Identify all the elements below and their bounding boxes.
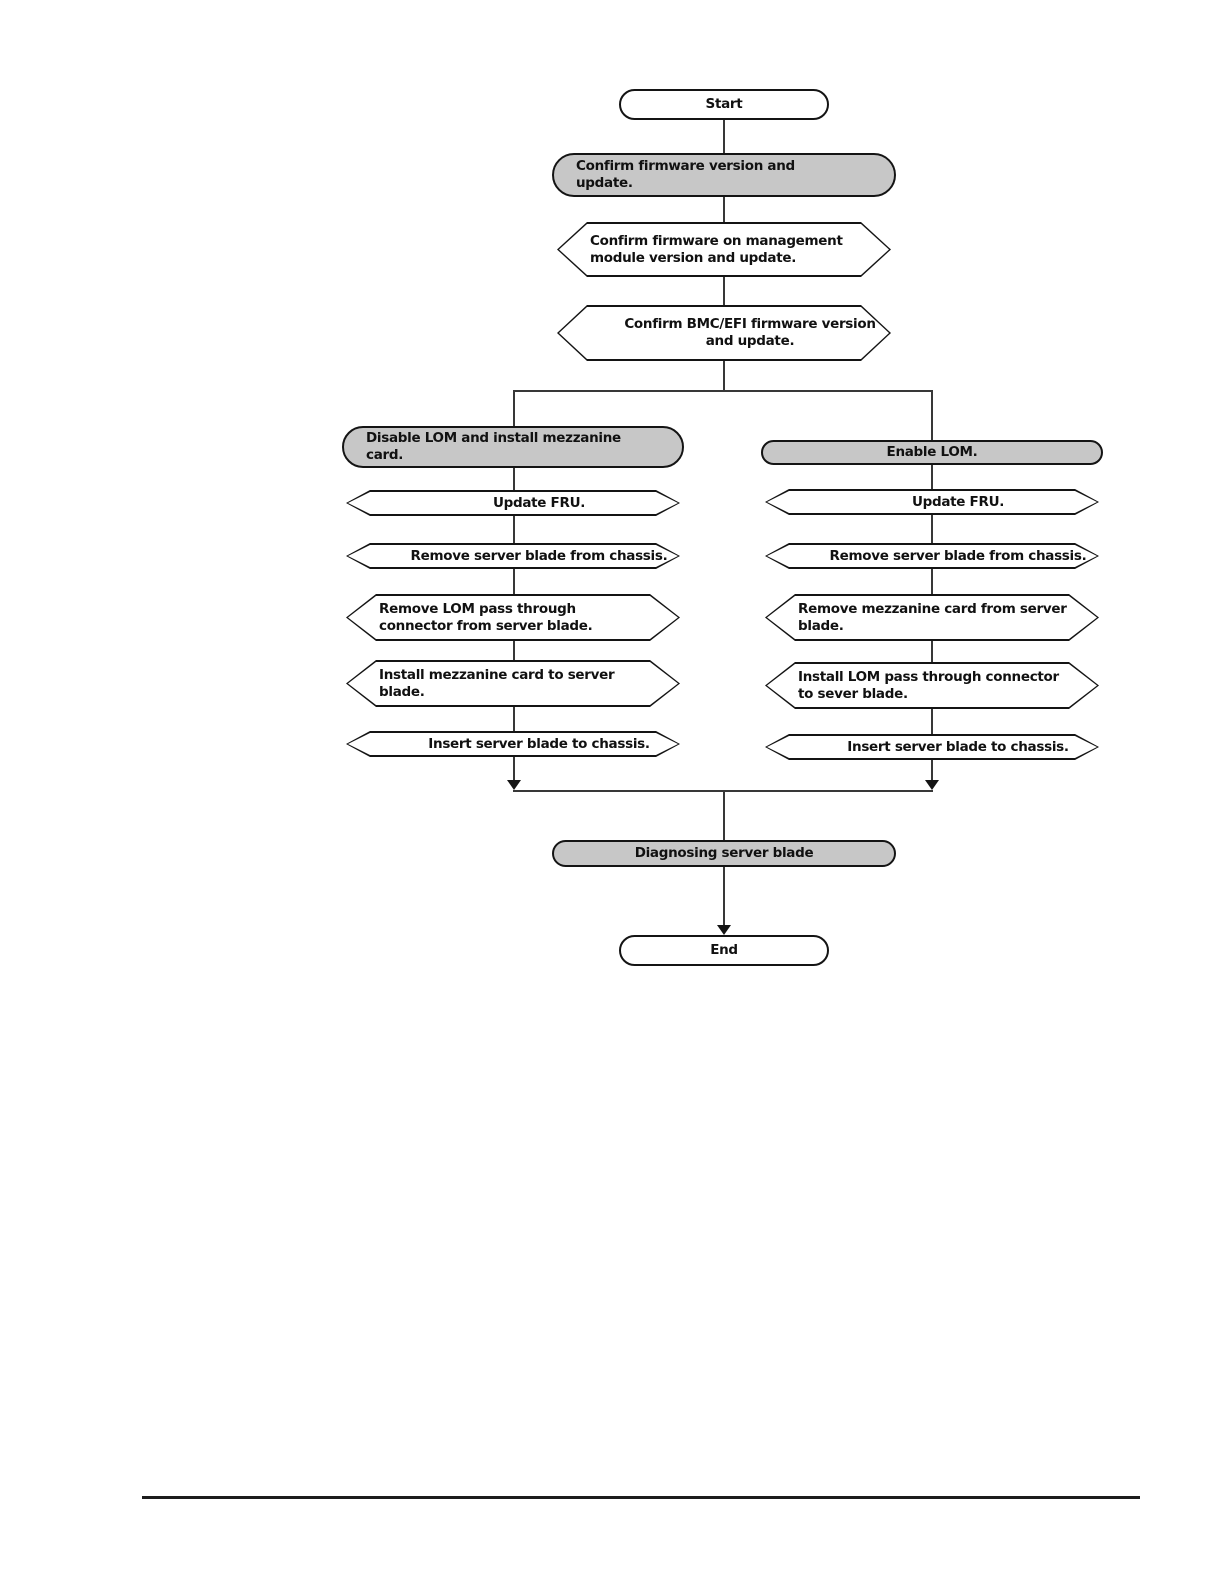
right-connector-3 [931, 569, 933, 594]
right-step-insert-blade-node: Insert server blade to chassis. [765, 734, 1099, 760]
confirm-bmc-efi-node: Confirm BMC/EFI firmware version and upd… [557, 305, 891, 361]
left-step-update-fru-node: Update FRU. [346, 490, 680, 516]
left-connector-merge [513, 757, 515, 780]
right-step-install-lom-node: Install LOM pass through connector to se… [765, 662, 1099, 709]
left-merge-arrowhead-icon [507, 780, 521, 790]
right-connector-4 [931, 641, 933, 662]
right-step-insert-blade-label: Insert server blade to chassis. [847, 738, 1069, 755]
hexagon-fill [767, 736, 1097, 758]
hexagon-fill [559, 307, 889, 359]
hexagon-fill [348, 492, 678, 514]
hexagon-fill [767, 664, 1097, 707]
start-node: Start [619, 89, 829, 120]
left-connector-5 [513, 707, 515, 731]
hexagon-fill [348, 545, 678, 567]
right-connector-1 [931, 465, 933, 489]
right-connector-merge [931, 760, 933, 780]
right-step-update-fru-node: Update FRU. [765, 489, 1099, 515]
right-connector-5 [931, 709, 933, 734]
left-branch-header-label: Disable LOM and install mezzanine card. [366, 430, 621, 463]
left-step-remove-lom-node: Remove LOM pass through connector from s… [346, 594, 680, 641]
right-step-install-lom-label: Install LOM pass through connector to se… [798, 668, 1059, 702]
start-label: Start [705, 96, 743, 112]
left-step-remove-lom-label: Remove LOM pass through connector from s… [379, 600, 593, 634]
diagnosing-label: Diagnosing server blade [634, 845, 814, 861]
connector-split-to-right-header [931, 390, 933, 440]
right-branch-header-label: Enable LOM. [886, 444, 978, 460]
right-step-update-fru-label: Update FRU. [911, 493, 1005, 510]
end-node: End [619, 935, 829, 966]
right-merge-arrowhead-icon [925, 780, 939, 790]
diagnosing-node: Diagnosing server blade [552, 840, 896, 867]
connector-mgmt-to-bmc [723, 277, 725, 305]
right-step-remove-blade-node: Remove server blade from chassis. [765, 543, 1099, 569]
left-step-install-mezz-node: Install mezzanine card to server blade. [346, 660, 680, 707]
hexagon-fill [767, 545, 1097, 567]
left-step-update-fru-label: Update FRU. [492, 494, 586, 511]
hexagon-fill [767, 491, 1097, 513]
right-branch-header-node: Enable LOM. [761, 440, 1103, 465]
hexagon-fill [348, 662, 678, 705]
confirm-firmware-label: Confirm firmware version and update. [576, 158, 795, 191]
confirm-bmc-efi-label: Confirm BMC/EFI firmware version and upd… [624, 316, 876, 349]
hexagon-fill [348, 596, 678, 639]
left-connector-1 [513, 468, 515, 490]
connector-split-to-left-header [513, 390, 515, 426]
left-step-remove-blade-label: Remove server blade from chassis. [410, 547, 668, 564]
left-step-insert-blade-node: Insert server blade to chassis. [346, 731, 680, 757]
branch-split-line [513, 390, 933, 392]
footer-rule [142, 1496, 1140, 1499]
left-step-remove-blade-node: Remove server blade from chassis. [346, 543, 680, 569]
connector-diagnosing-to-end [723, 867, 725, 925]
confirm-firmware-node: Confirm firmware version and update. [552, 153, 896, 197]
left-branch-header-node: Disable LOM and install mezzanine card. [342, 426, 684, 468]
connector-confirm-to-mgmt [723, 197, 725, 222]
left-step-install-mezz-label: Install mezzanine card to server blade. [379, 666, 615, 700]
hexagon-fill [348, 733, 678, 755]
right-connector-2 [931, 515, 933, 543]
left-step-insert-blade-label: Insert server blade to chassis. [428, 735, 650, 752]
confirm-mgmt-module-node: Confirm firmware on management module ve… [557, 222, 891, 277]
connector-bmc-to-split [723, 361, 725, 391]
left-connector-2 [513, 516, 515, 543]
connector-merge-to-diagnosing [723, 790, 725, 840]
left-connector-4 [513, 641, 515, 660]
left-connector-3 [513, 569, 515, 594]
right-step-remove-mezz-label: Remove mezzanine card from server blade. [798, 600, 1067, 634]
hexagon-fill [767, 596, 1097, 639]
right-step-remove-mezz-node: Remove mezzanine card from server blade. [765, 594, 1099, 641]
confirm-mgmt-module-label: Confirm firmware on management module ve… [590, 232, 843, 266]
connector-start-to-confirm [723, 120, 725, 153]
right-step-remove-blade-label: Remove server blade from chassis. [829, 547, 1087, 564]
end-arrowhead-icon [717, 925, 731, 935]
end-label: End [710, 942, 738, 958]
hexagon-fill [559, 224, 889, 275]
